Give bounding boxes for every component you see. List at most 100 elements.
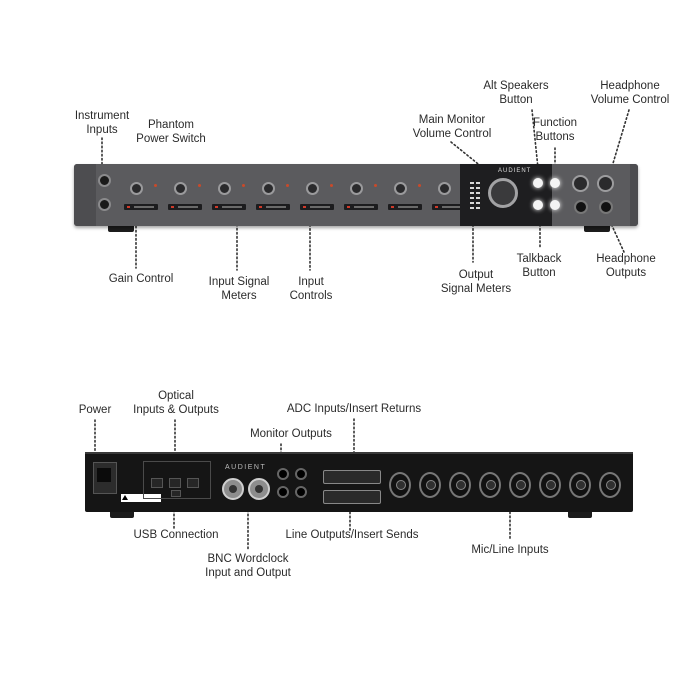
optical-port-2[interactable] [169, 478, 181, 488]
rear-top-edge [85, 452, 633, 454]
gain-knob-ch5[interactable] [306, 182, 319, 195]
label-line: Power Switch [136, 133, 206, 145]
label-bnc: BNC Wordclock Input and Output [196, 552, 300, 580]
monitor-output-jack-4[interactable] [295, 486, 307, 498]
instrument-input-1-jack[interactable] [98, 174, 111, 187]
output-meter-seg [476, 207, 480, 209]
output-meter-seg [476, 182, 480, 184]
talkback-button[interactable] [533, 200, 543, 210]
label-line: Gain Control [108, 273, 174, 285]
label-line-outputs: Line Outputs/Insert Sends [275, 528, 429, 542]
label-headphone-volume: Headphone Volume Control [580, 79, 680, 107]
label-line: Meters [221, 290, 257, 302]
combo-center [456, 480, 466, 490]
power-inlet-socket [97, 468, 111, 482]
label-line: Optical [158, 390, 194, 402]
output-meter-seg [470, 192, 474, 194]
gain-knob-ch8[interactable] [438, 182, 451, 195]
label-usb: USB Connection [124, 528, 228, 542]
warning-triangle-icon [122, 495, 128, 500]
label-line: ADC Inputs/Insert Returns [286, 403, 422, 415]
label-alt-speakers: Alt Speakers Button [476, 79, 556, 107]
input-meter-ch7 [388, 204, 422, 210]
rear-foot-left [110, 512, 134, 518]
label-line: Outputs [605, 267, 647, 279]
gain-knob-ch4[interactable] [262, 182, 275, 195]
gain-knob-ch2[interactable] [174, 182, 187, 195]
label-main-monitor: Main Monitor Volume Control [404, 113, 500, 141]
line-output-dsub-connector[interactable] [323, 490, 381, 504]
output-meter-seg [476, 192, 480, 194]
gain-knob-ch7[interactable] [394, 182, 407, 195]
label-line: Talkback [516, 253, 562, 265]
label-line: Signal Meters [440, 283, 512, 295]
input-meter-ch8 [432, 204, 466, 210]
label-line: Line Outputs/Insert Sends [285, 529, 419, 541]
label-line: Function [532, 117, 578, 129]
combo-center [546, 480, 556, 490]
label-line: Input [298, 276, 324, 288]
gain-knob-ch6[interactable] [350, 182, 363, 195]
gain-knob-ch3[interactable] [218, 182, 231, 195]
headphone-output-2-jack[interactable] [599, 200, 613, 214]
alt-speakers-button[interactable] [533, 178, 543, 188]
adc-dsub-connector[interactable] [323, 470, 381, 484]
function-button[interactable] [550, 178, 560, 188]
label-function-buttons: Function Buttons [520, 116, 590, 144]
label-line: Phantom [147, 119, 195, 131]
rack-ear-right [630, 164, 638, 226]
headphone-output-1-jack[interactable] [574, 200, 588, 214]
label-line: Input Signal [208, 276, 270, 288]
function-button-2[interactable] [550, 200, 560, 210]
label-line: Headphone [600, 80, 660, 92]
channel-led-1 [154, 184, 157, 187]
label-line: Volume Control [590, 94, 670, 106]
front-foot-left [108, 226, 134, 232]
rear-brand-logo: AUDIENT [225, 464, 267, 471]
label-line: Input and Output [205, 567, 291, 579]
label-input-signal-meters: Input Signal Meters [196, 275, 282, 303]
label-line: Power [78, 404, 112, 416]
combo-center [516, 480, 526, 490]
monitor-output-jack-3[interactable] [277, 486, 289, 498]
headphone-volume-knob-1[interactable] [572, 175, 589, 192]
usb-port[interactable] [171, 490, 181, 497]
rear-foot-right [568, 512, 592, 518]
front-foot-right [584, 226, 610, 232]
output-meter-seg [470, 197, 474, 199]
monitor-output-jack-1[interactable] [277, 468, 289, 480]
main-monitor-volume-knob[interactable] [488, 178, 518, 208]
bnc-pin [255, 485, 263, 493]
input-meter-ch3 [212, 204, 246, 210]
label-line: Volume Control [412, 128, 492, 140]
output-meter-seg [476, 197, 480, 199]
combo-center [606, 480, 616, 490]
channel-led-3 [242, 184, 245, 187]
optical-port-1[interactable] [151, 478, 163, 488]
bnc-pin [229, 485, 237, 493]
channel-led-4 [286, 184, 289, 187]
label-line: Controls [289, 290, 333, 302]
monitor-output-jack-2[interactable] [295, 468, 307, 480]
input-meter-ch1 [124, 204, 158, 210]
optical-port-3[interactable] [187, 478, 199, 488]
optical-io-panel [143, 461, 211, 499]
label-line: Main Monitor [418, 114, 486, 126]
channel-led-6 [374, 184, 377, 187]
combo-center [396, 480, 406, 490]
input-meter-ch4 [256, 204, 290, 210]
output-meter-seg [476, 187, 480, 189]
output-meter-seg [470, 207, 474, 209]
combo-center [576, 480, 586, 490]
label-mic-line: Mic/Line Inputs [460, 543, 560, 557]
input-meter-ch6 [344, 204, 378, 210]
channel-led-2 [198, 184, 201, 187]
label-line: Inputs [86, 124, 118, 136]
rear-unit-body: AUDIENT [85, 452, 633, 512]
label-gain-control: Gain Control [96, 272, 186, 286]
gain-knob-ch1[interactable] [130, 182, 143, 195]
rack-ear-left [74, 164, 96, 226]
headphone-volume-knob-2[interactable] [597, 175, 614, 192]
label-output-signal-meters: Output Signal Meters [434, 268, 518, 296]
instrument-input-2-jack[interactable] [98, 198, 111, 211]
